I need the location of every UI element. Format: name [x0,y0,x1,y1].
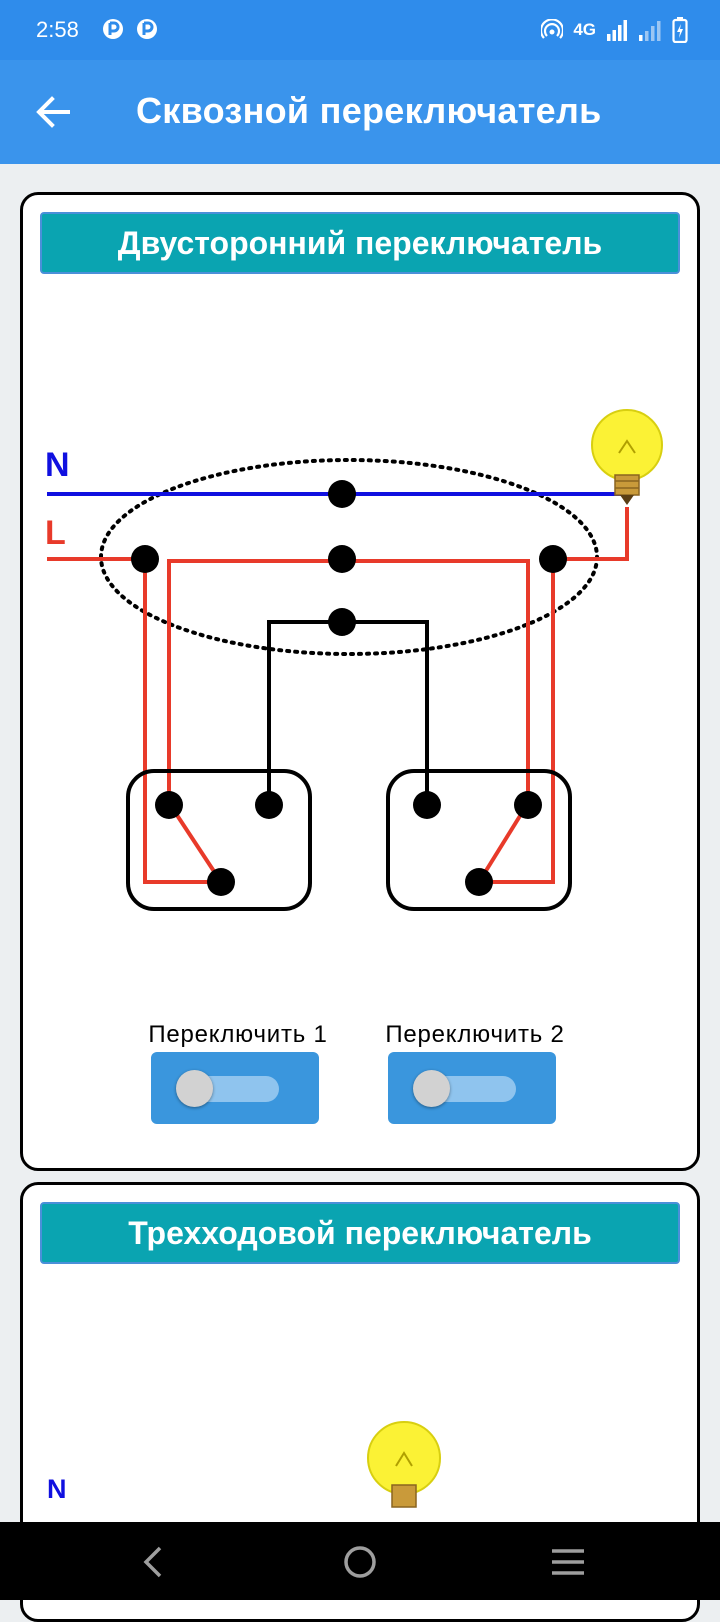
app-bar: Сквозной переключатель [0,60,720,164]
recents-nav-icon[interactable] [546,1540,590,1584]
status-time: 2:58 [36,17,79,42]
switch-box-2 [386,769,572,911]
toggle-thumb[interactable] [176,1070,213,1107]
navigation-bar [0,1522,720,1600]
switch-1-label: Переключить 1 [148,1021,328,1048]
wiring-diagram: N [47,1421,441,1508]
neutral-label: N [45,446,70,484]
light-bulb-icon [591,409,663,505]
home-nav-icon[interactable] [338,1540,382,1584]
network-type: 4G [573,20,596,39]
switch-2-toggle[interactable] [388,1052,556,1124]
app-notification-icon [103,19,123,39]
traveler-wire [267,620,429,803]
switch-1-toggle[interactable] [151,1052,319,1124]
two-way-switch-card: Двусторонний переключатель N L [20,192,700,1171]
signal-icon [607,20,627,41]
neutral-label: N [47,1474,67,1504]
switch-2-label: Переключить 2 [385,1021,565,1048]
hotspot-icon [541,19,564,39]
status-icons: 4G [541,14,688,46]
terminals [131,480,567,896]
card-title: Двусторонний переключатель [40,212,680,274]
three-way-switch-card: Трехходовой переключатель N [20,1182,700,1622]
arrow-left-icon[interactable] [32,90,76,134]
app-notification-icon [137,19,157,39]
light-bulb-icon [367,1421,441,1508]
wiring-diagram: N L [45,409,663,911]
status-bar: 2:58 4G [0,0,720,60]
back-nav-icon[interactable] [132,1540,176,1584]
signal-weak-icon [639,21,661,41]
line-label: L [45,514,66,552]
battery-charging-icon [672,17,688,43]
switch-box-1 [126,769,312,911]
toggle-thumb[interactable] [413,1070,450,1107]
card-title: Трехходовой переключатель [40,1202,680,1264]
page-title: Сквозной переключатель [136,90,602,131]
